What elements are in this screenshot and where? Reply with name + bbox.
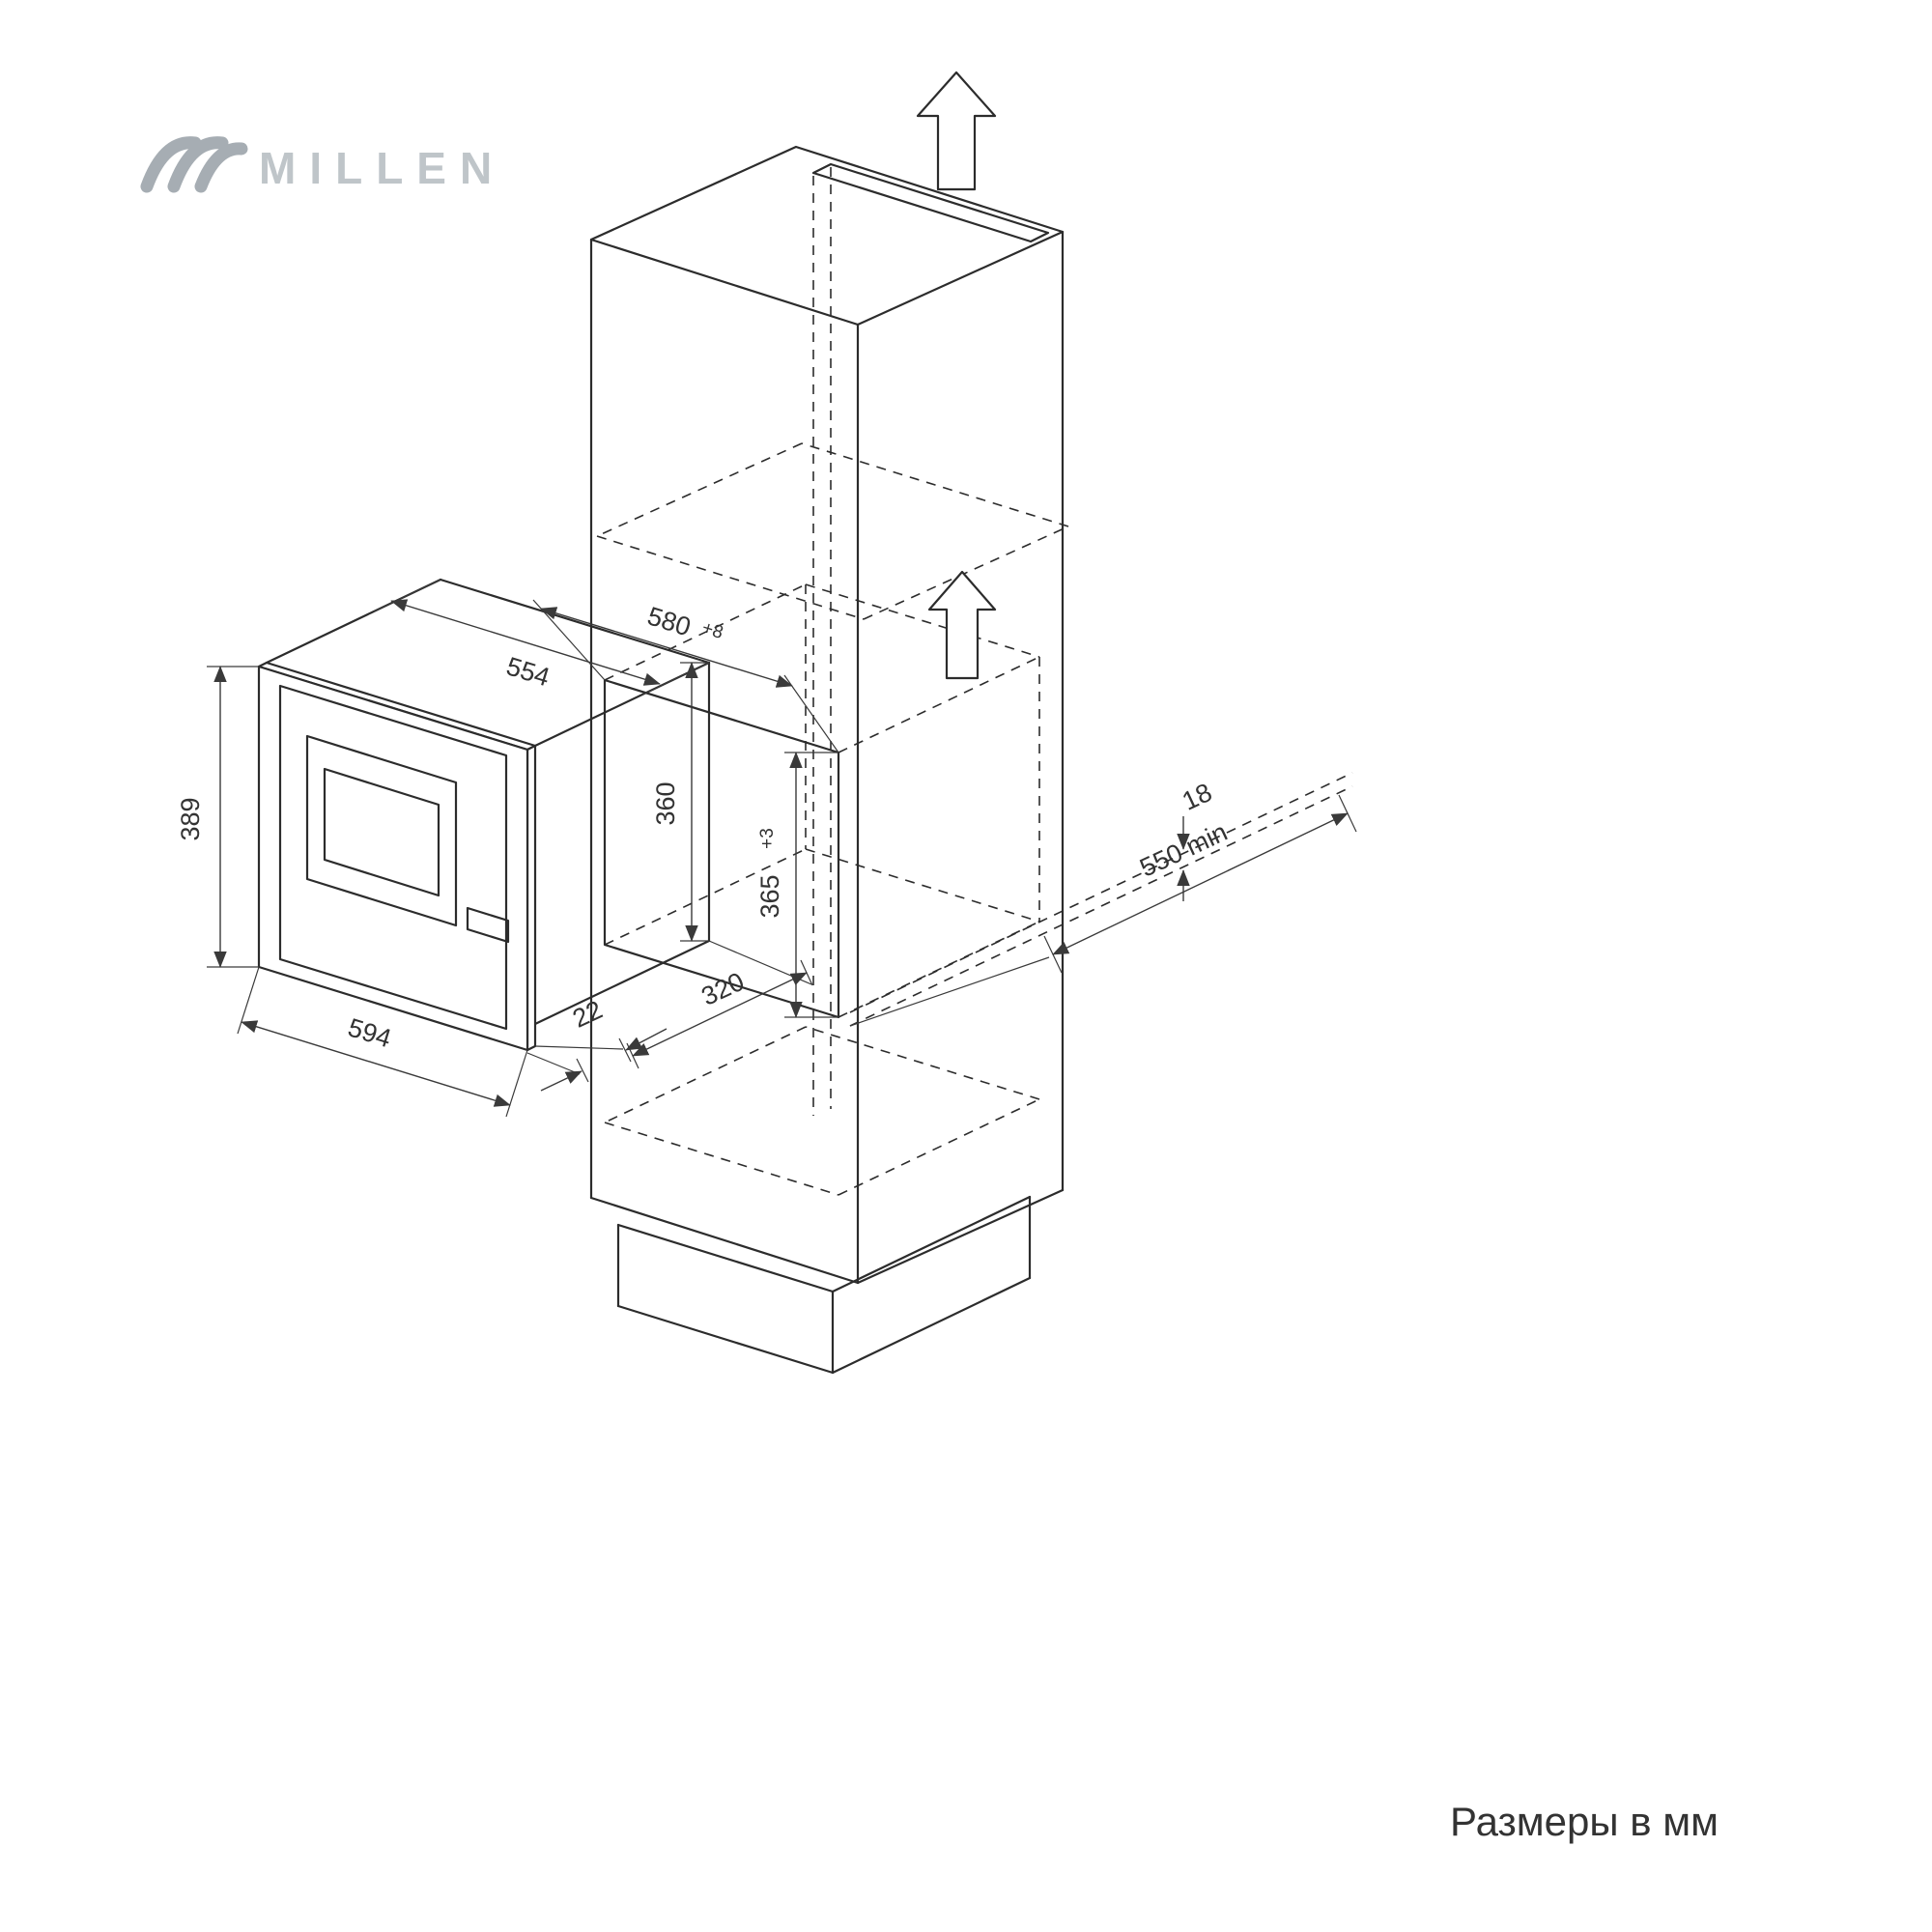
svg-text:365: 365 [755,874,784,918]
cabinet-drawing [589,145,1353,1375]
svg-text:+3: +3 [757,828,778,849]
cabinet-top-face [589,145,1065,327]
units-note: Размеры в мм [1450,1799,1719,1844]
millen-logo-icon [140,136,248,193]
svg-text:360: 360 [651,781,680,825]
microwave-window-inner [323,767,440,897]
cabinet-plinth [616,1195,1032,1375]
microwave-window-outer [305,734,458,927]
svg-text:+8: +8 [699,618,725,643]
svg-text:389: 389 [176,797,205,840]
svg-text:18: 18 [1178,778,1216,816]
dimension-front-height: 389 [176,666,259,968]
airflow-arrows [916,71,997,680]
airflow-arrow-top [916,71,997,191]
svg-text:594: 594 [345,1012,395,1053]
svg-text:22: 22 [568,995,607,1034]
svg-text:580: 580 [644,601,695,641]
svg-text:554: 554 [503,651,554,692]
dimension-niche-depth: 550 min [849,794,1357,1027]
brand-logo-text: MILLEN [259,143,505,193]
microwave-control-panel [466,906,510,944]
hidden-edges [596,167,1353,1196]
dimension-frame-depth: 22 [526,995,668,1092]
dimension-appliance-width: 554 [373,579,710,696]
airflow-arrow-shelf [927,570,997,680]
microwave-drawing [257,578,711,1052]
brand-logo: MILLEN [140,136,505,193]
dimension-body-height: 360 [651,662,709,942]
